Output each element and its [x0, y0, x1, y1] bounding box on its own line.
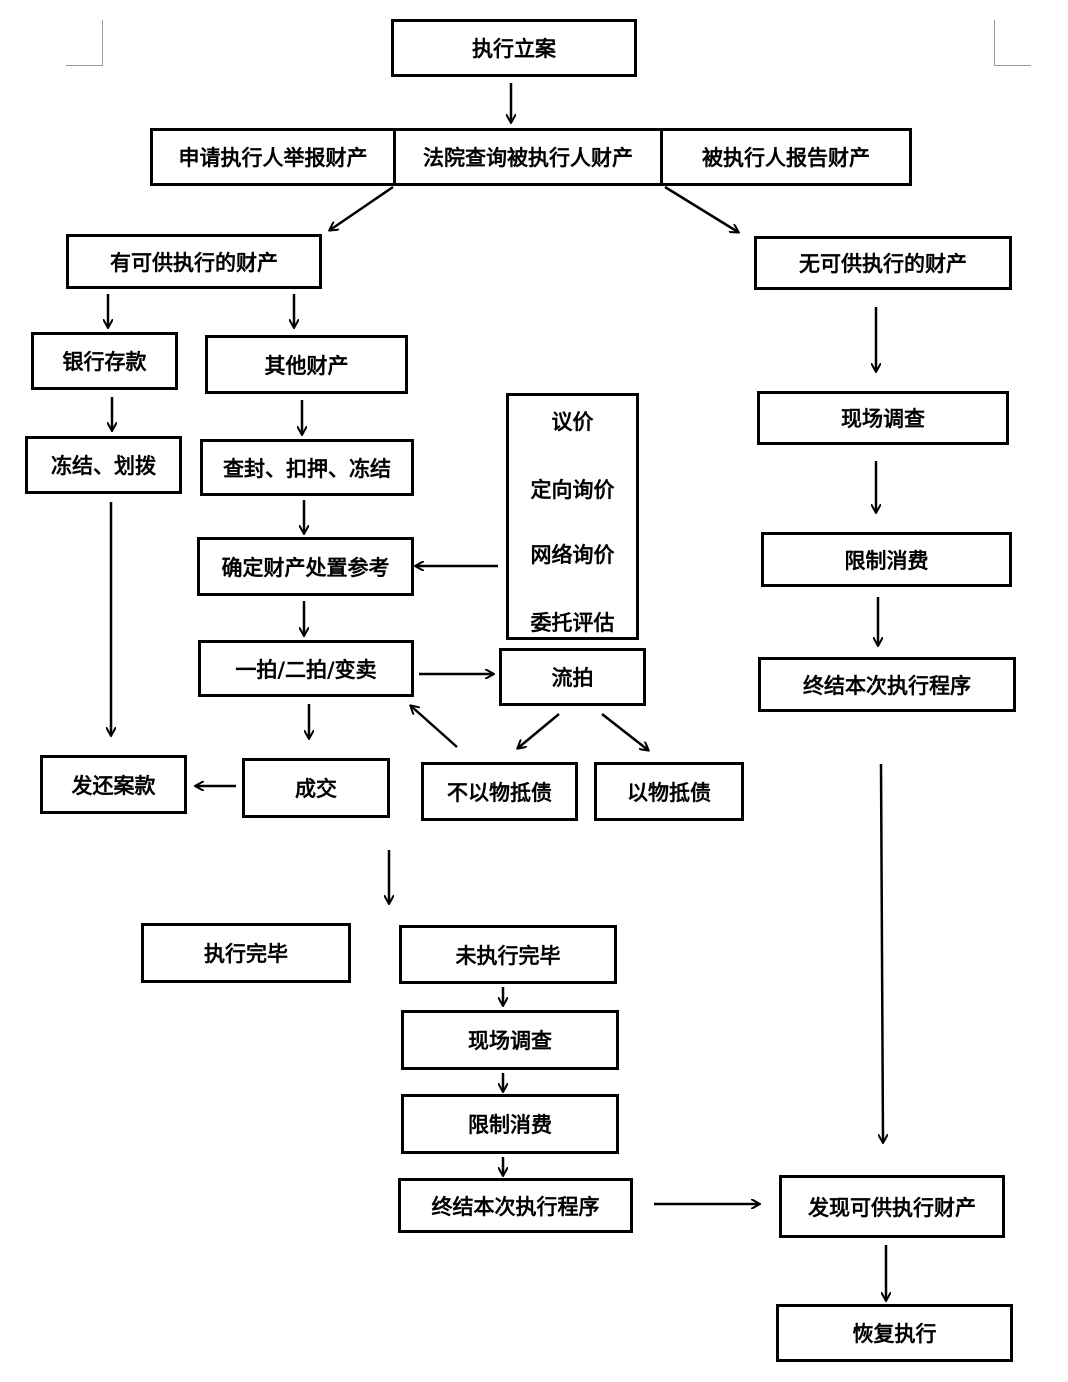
node-label: 成交	[295, 777, 337, 801]
node-determine-reference: 确定财产处置参考	[197, 537, 414, 596]
arrow-query-to-has-property	[330, 185, 394, 230]
node-label: 未执行完毕	[455, 943, 561, 968]
node-freeze-transfer: 冻结、划拨	[25, 436, 182, 494]
node-auction-sale: 一拍/二拍/变卖	[198, 640, 414, 697]
valuation-step: 网络询价	[530, 543, 615, 567]
arrow-terminate-right-to-found	[881, 763, 883, 1142]
node-court-query: 法院查询被执行人财产	[393, 128, 663, 186]
node-resume-execution: 恢复执行	[776, 1304, 1013, 1362]
valuation-step: 议价	[551, 410, 594, 434]
node-case-filing: 执行立案	[391, 19, 637, 77]
node-label: 银行存款	[62, 350, 147, 374]
node-label: 流拍	[551, 666, 594, 690]
node-label: 其他财产	[264, 353, 349, 378]
node-other-property: 其他财产	[205, 335, 408, 394]
node-execution-complete: 执行完毕	[141, 923, 351, 983]
node-label: 终结本次执行程序	[803, 673, 971, 698]
node-label: 以物抵债	[627, 780, 711, 805]
node-no-offset: 不以物抵债	[421, 762, 578, 821]
node-bank-deposit: 银行存款	[31, 332, 178, 390]
node-not-complete: 未执行完毕	[399, 925, 617, 984]
node-offset: 以物抵债	[594, 762, 744, 821]
node-label: 终结本次执行程序	[431, 1194, 600, 1219]
arrow-no-offset-to-auction	[411, 706, 458, 748]
arrow-query-to-no-property	[664, 185, 738, 232]
node-limit-consumption-right: 限制消费	[761, 532, 1012, 587]
node-deal: 成交	[242, 758, 390, 818]
node-label: 一拍/二拍/变卖	[235, 657, 377, 682]
valuation-methods-box: 议价 定向询价 网络询价 委托评估	[506, 393, 639, 640]
node-site-survey-right: 现场调查	[757, 391, 1009, 445]
node-found-property: 发现可供执行财产	[779, 1175, 1005, 1238]
node-label: 限制消费	[844, 548, 929, 573]
node-applicant-report: 申请执行人举报财产	[150, 128, 396, 186]
node-site-survey-bottom: 现场调查	[401, 1010, 619, 1070]
node-debtor-report: 被执行人报告财产	[660, 128, 912, 186]
node-terminate-right: 终结本次执行程序	[758, 657, 1016, 712]
node-label: 发现可供执行财产	[808, 1195, 976, 1220]
page-corner-mark-right	[994, 20, 1031, 66]
node-label: 确定财产处置参考	[221, 555, 390, 580]
node-label: 申请执行人举报财产	[178, 146, 368, 170]
node-label: 现场调查	[468, 1029, 552, 1053]
arrow-failed-to-no-offset	[518, 713, 560, 748]
node-label: 有可供执行的财产	[110, 250, 278, 275]
node-label: 现场调查	[841, 407, 925, 431]
node-label: 法院查询被执行人财产	[423, 146, 633, 170]
node-label: 恢复执行	[852, 1322, 937, 1346]
node-label: 无可供执行的财产	[799, 252, 967, 276]
node-no-property: 无可供执行的财产	[754, 236, 1012, 290]
node-has-property: 有可供执行的财产	[66, 234, 322, 289]
node-label: 发还案款	[71, 773, 156, 798]
node-return-payment: 发还案款	[40, 755, 187, 814]
node-limit-consumption-bottom: 限制消费	[401, 1094, 619, 1154]
node-failed-auction: 流拍	[499, 648, 646, 706]
node-label: 被执行人报告财产	[702, 146, 870, 170]
node-label: 冻结、划拨	[51, 454, 156, 478]
page-corner-mark-left	[66, 20, 103, 66]
node-label: 不以物抵债	[447, 780, 552, 805]
valuation-step: 定向询价	[530, 478, 615, 502]
node-terminate-bottom: 终结本次执行程序	[398, 1178, 633, 1233]
arrow-failed-to-offset	[601, 713, 648, 750]
valuation-step: 委托评估	[530, 611, 615, 635]
node-label: 执行完毕	[204, 942, 288, 966]
node-label: 执行立案	[472, 37, 556, 61]
node-seal-seize-freeze: 查封、扣押、冻结	[200, 439, 414, 496]
node-label: 限制消费	[468, 1113, 552, 1137]
node-label: 查封、扣押、冻结	[223, 456, 391, 481]
